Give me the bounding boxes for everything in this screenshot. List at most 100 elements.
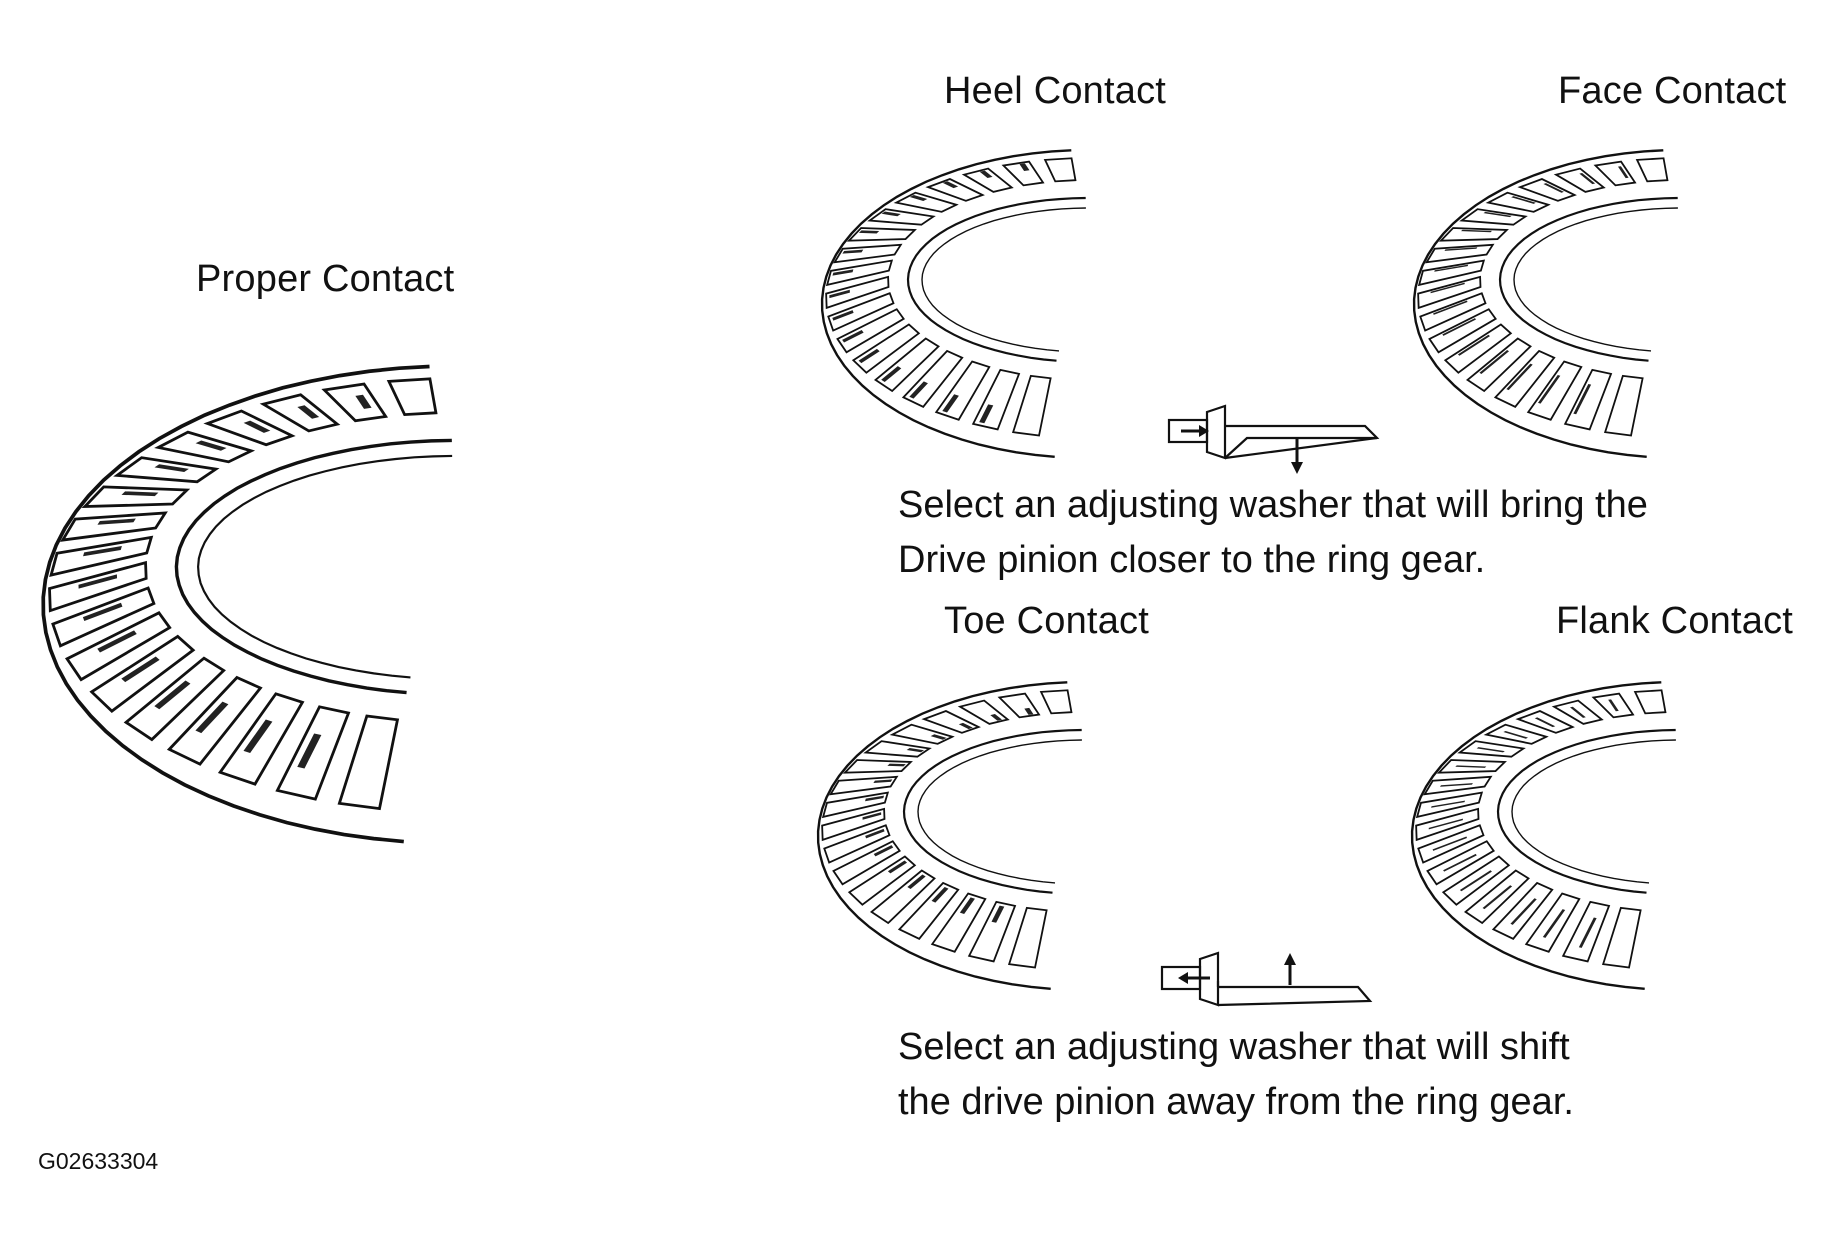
- contact-pattern-mark: [1511, 196, 1536, 204]
- contact-pattern-mark: [1442, 318, 1476, 336]
- gear-tooth: [259, 393, 341, 433]
- contact-pattern-mark: [990, 713, 1003, 721]
- gear-tooth: [1443, 323, 1513, 374]
- gear-tooth: [1417, 275, 1482, 310]
- contact-pattern-mark: [195, 440, 227, 451]
- contact-pattern-mark: [1570, 706, 1586, 718]
- contact-pattern-mark: [858, 348, 880, 364]
- contact-pattern-mark: [842, 249, 864, 254]
- contact-pattern-mark: [1428, 818, 1463, 830]
- gear-tooth: [842, 759, 913, 774]
- contact-pattern-mark: [1543, 183, 1564, 193]
- gear-tooth: [51, 586, 156, 648]
- gear-tooth: [825, 275, 890, 310]
- gear-inner-ring-edge: [197, 454, 453, 679]
- contact-pattern-mark: [979, 404, 994, 424]
- gear-tooth: [827, 292, 895, 332]
- gear-tooth: [1419, 292, 1487, 332]
- contact-pattern-mark: [829, 289, 850, 299]
- gear-tooth: [825, 259, 894, 287]
- contact-pattern-mark: [121, 491, 159, 497]
- contact-pattern-mark: [154, 680, 191, 710]
- pinion-away-symbol: [1160, 951, 1373, 1007]
- gear-tooth: [81, 485, 191, 509]
- gear-tooth: [166, 675, 263, 766]
- contact-pattern-mark: [906, 747, 925, 753]
- contact-pattern-mark: [1430, 282, 1465, 294]
- instruction-away-line-1: Select an adjusting washer that will shi…: [898, 1026, 1570, 1068]
- gear-tooth: [1553, 167, 1606, 193]
- contact-pattern-mark: [297, 405, 320, 419]
- label-toe-contact: Toe Contact: [944, 600, 1149, 642]
- gear-outer-rim: [820, 149, 1072, 458]
- label-proper-contact: Proper Contact: [196, 258, 455, 300]
- gear-tooth: [1039, 689, 1073, 715]
- gear-tooth: [123, 656, 226, 742]
- gear-tooth: [1465, 337, 1532, 393]
- label-flank-contact: Flank Contact: [1556, 600, 1794, 642]
- gear-tooth: [321, 382, 389, 423]
- gear-tooth: [48, 560, 148, 613]
- contact-pattern-mark: [1510, 898, 1537, 925]
- gear-tooth: [846, 227, 917, 242]
- contact-pattern-mark: [907, 874, 926, 889]
- contact-pattern-mark: [1608, 699, 1619, 712]
- instruction-away: Select an adjusting washer that will shi…: [898, 1020, 1574, 1130]
- gear-tooth: [1422, 775, 1493, 796]
- gear-inner-ring: [1498, 196, 1678, 362]
- contact-pattern-mark: [873, 779, 893, 784]
- contact-pattern-mark: [1019, 163, 1030, 172]
- gear-tooth: [60, 511, 168, 542]
- gear-tooth: [113, 456, 220, 484]
- contact-pattern-mark: [1537, 374, 1561, 404]
- gear-tooth: [386, 377, 438, 417]
- gear-tooth: [1633, 689, 1667, 715]
- contact-pattern-mark: [942, 181, 959, 189]
- gear-tooth: [203, 409, 296, 447]
- gear-tooth: [1043, 157, 1077, 183]
- contact-pattern-mark: [1534, 717, 1556, 728]
- contact-pattern-mark: [865, 795, 885, 802]
- contact-pattern-mark: [1482, 885, 1513, 910]
- gear-tooth: [836, 308, 905, 354]
- gear-tooth: [967, 900, 1017, 963]
- contact-pattern-mark: [991, 905, 1005, 923]
- gear-tooth: [893, 191, 959, 213]
- gear-tooth: [1457, 740, 1526, 758]
- gear-inner-ring-edge: [1513, 207, 1678, 352]
- gear-tooth: [1635, 157, 1669, 183]
- contact-pattern-mark: [1479, 350, 1510, 374]
- gear-tooth: [1561, 900, 1611, 963]
- contact-pattern-mark: [1573, 383, 1592, 415]
- gear-tooth: [873, 337, 940, 393]
- gear-tooth: [925, 178, 985, 202]
- gear-tooth: [832, 243, 903, 264]
- contact-pattern-mark: [887, 860, 908, 874]
- gear-tooth: [1001, 160, 1045, 187]
- contact-pattern-mark: [243, 719, 273, 753]
- contact-pattern-mark: [1434, 264, 1469, 272]
- gear-outer-rim: [816, 681, 1068, 990]
- contact-pattern-mark: [1459, 870, 1492, 892]
- gear-tooth: [1415, 791, 1484, 819]
- gear-inner-ring: [906, 196, 1086, 362]
- contact-pattern-mark: [1455, 765, 1487, 768]
- contact-pattern-mark: [1461, 229, 1492, 233]
- contact-pattern-mark: [909, 381, 928, 399]
- gear-outer-rim: [1412, 149, 1664, 458]
- flank-contact-gear-diagram: [1410, 681, 1676, 990]
- contact-pattern-mark: [862, 812, 882, 820]
- contact-pattern-mark: [97, 630, 137, 653]
- gear-tooth: [1424, 243, 1495, 264]
- contact-pattern-mark: [842, 330, 864, 343]
- contact-pattern-mark: [930, 734, 947, 740]
- gear-inner-ring: [174, 438, 452, 695]
- gear-tooth: [1526, 360, 1583, 421]
- contact-pattern-mark: [979, 170, 993, 179]
- contact-pattern-mark: [82, 602, 123, 622]
- contact-pattern-mark: [1431, 800, 1465, 808]
- gear-tooth: [1417, 259, 1486, 287]
- gear-tooth: [930, 892, 987, 953]
- contact-pattern-mark: [1503, 730, 1529, 739]
- instruction-away-line-2: the drive pinion away from the ring gear…: [898, 1081, 1574, 1123]
